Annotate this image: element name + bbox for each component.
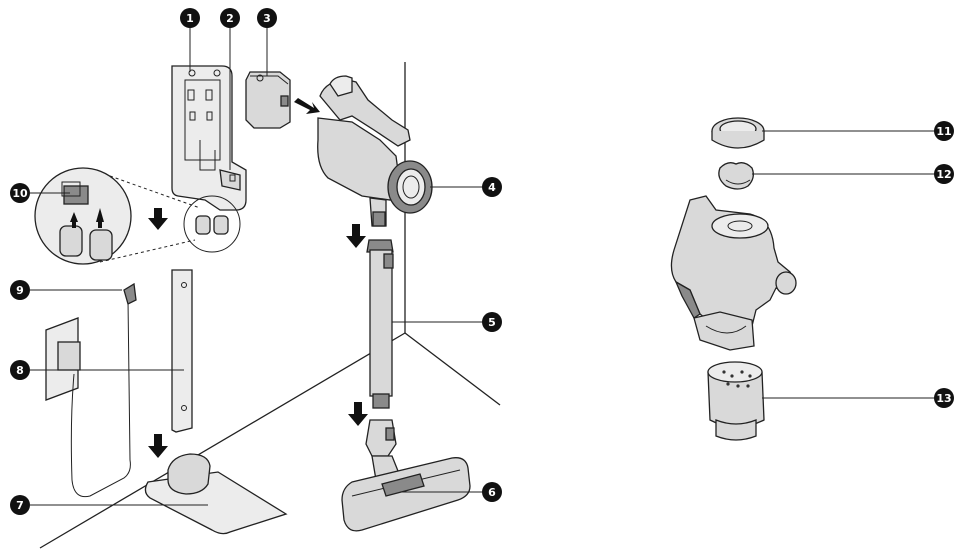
dust-bin-body — [670, 195, 797, 351]
callout-13-label: 13 — [936, 392, 951, 405]
insert-arrow-battery — [294, 98, 320, 114]
floor-nozzle — [341, 419, 471, 532]
callout-10: 10 — [10, 183, 30, 203]
callout-11: 11 — [934, 121, 954, 141]
callout-12-label: 12 — [936, 168, 951, 181]
insert-arrow-nozzle — [348, 402, 368, 426]
callout-8-label: 8 — [16, 364, 24, 377]
callout-4: 4 — [482, 177, 502, 197]
callout-2: 2 — [220, 8, 240, 28]
stand-pole — [171, 269, 193, 433]
stand-arrow — [148, 434, 168, 458]
leader-lines — [30, 18, 940, 506]
stand-base — [144, 453, 288, 535]
callout-5: 5 — [482, 312, 502, 332]
callout-1: 1 — [180, 8, 200, 28]
callout-3: 3 — [257, 8, 277, 28]
mount-arrow — [148, 208, 168, 230]
bracket-detail-circle — [183, 195, 241, 253]
dust-bin-filter-cap — [718, 162, 754, 190]
callout-11-label: 11 — [936, 125, 951, 138]
callout-4-label: 4 — [488, 181, 496, 194]
mount-closeup-inset — [34, 167, 201, 265]
battery-pack — [245, 71, 291, 129]
wall-mount-bracket — [171, 65, 247, 211]
callout-8: 8 — [10, 360, 30, 380]
callout-6-label: 6 — [488, 486, 496, 499]
callout-10-label: 10 — [12, 187, 28, 200]
charger-adapter — [45, 282, 137, 498]
callout-3-label: 3 — [263, 12, 271, 25]
callout-6: 6 — [482, 482, 502, 502]
callout-7-label: 7 — [16, 499, 24, 512]
dust-bin-filter-bottom — [707, 361, 765, 441]
extension-tube — [366, 239, 394, 409]
callout-2-label: 2 — [226, 12, 234, 25]
callout-9-label: 9 — [16, 284, 24, 297]
callout-1-label: 1 — [186, 12, 194, 25]
callout-5-label: 5 — [488, 316, 496, 329]
insert-arrow-tube — [346, 224, 366, 248]
main-body — [317, 75, 433, 227]
callout-7: 7 — [10, 495, 30, 515]
callout-12: 12 — [934, 164, 954, 184]
callout-13: 13 — [934, 388, 954, 408]
callout-9: 9 — [10, 280, 30, 300]
dust-bin-filter-top — [711, 117, 765, 149]
